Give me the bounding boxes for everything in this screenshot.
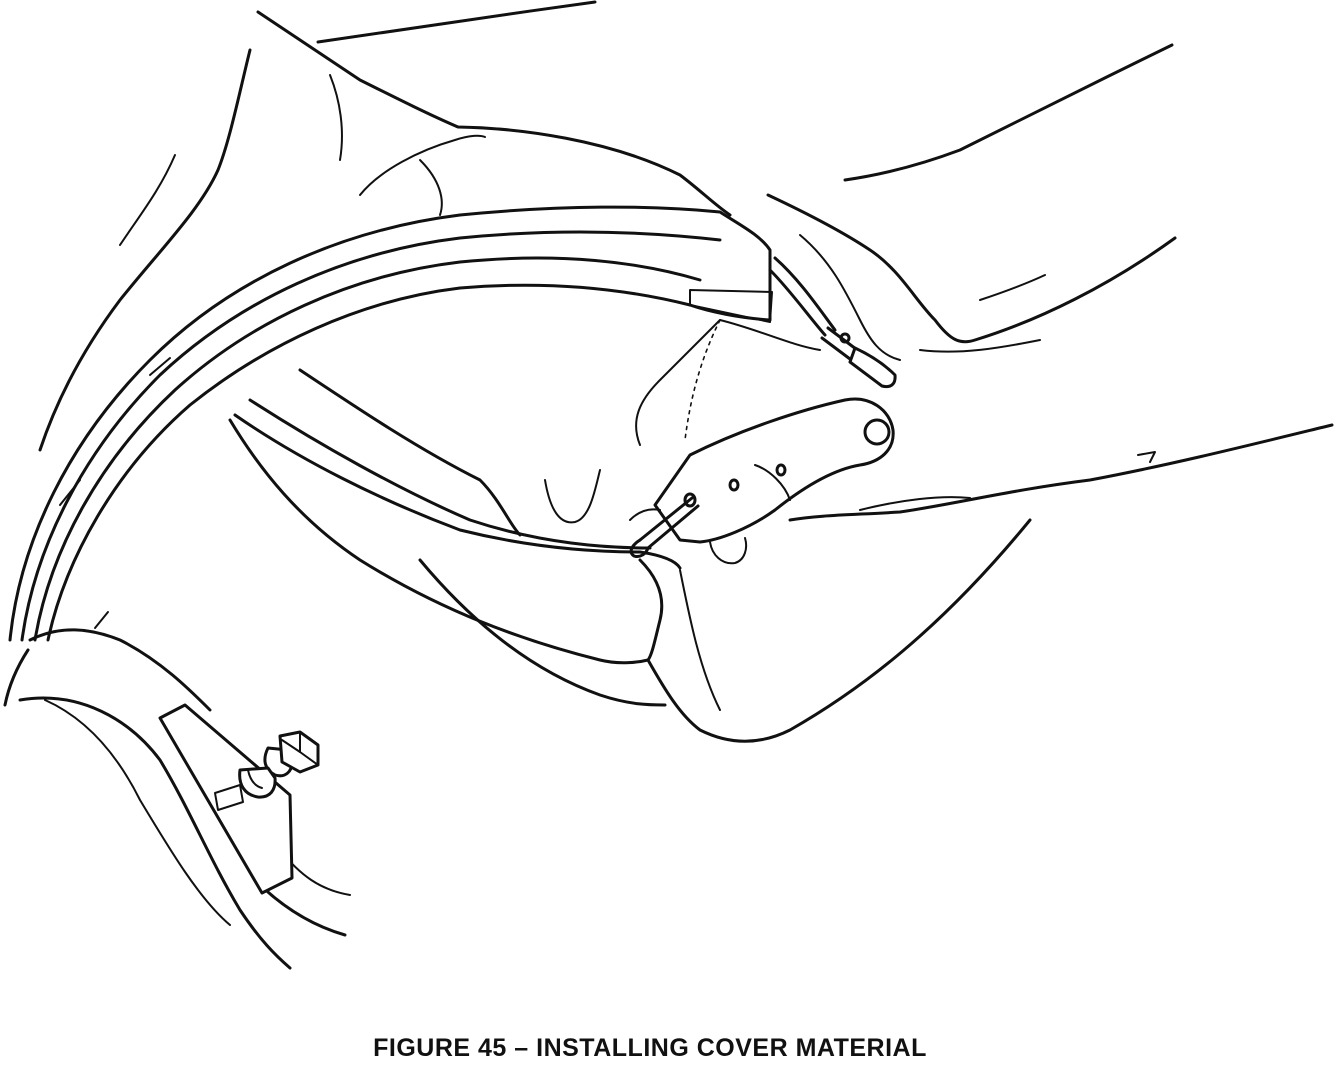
lower-panel [18, 628, 351, 970]
left-arm-sleeve [38, 0, 732, 452]
cover-material [228, 319, 1032, 743]
bolt-plate [158, 703, 294, 895]
hex-bolt-icon [238, 730, 320, 799]
top-fastener [768, 256, 897, 389]
mounting-bracket [653, 397, 895, 565]
figure-caption: FIGURE 45 – INSTALLING COVER MATERIAL [373, 1034, 927, 1062]
wheel-arch-fender [3, 205, 773, 707]
installation-illustration [3, 0, 1334, 970]
right-arm-hand [766, 43, 1334, 522]
screwdriver-tool [629, 496, 700, 558]
